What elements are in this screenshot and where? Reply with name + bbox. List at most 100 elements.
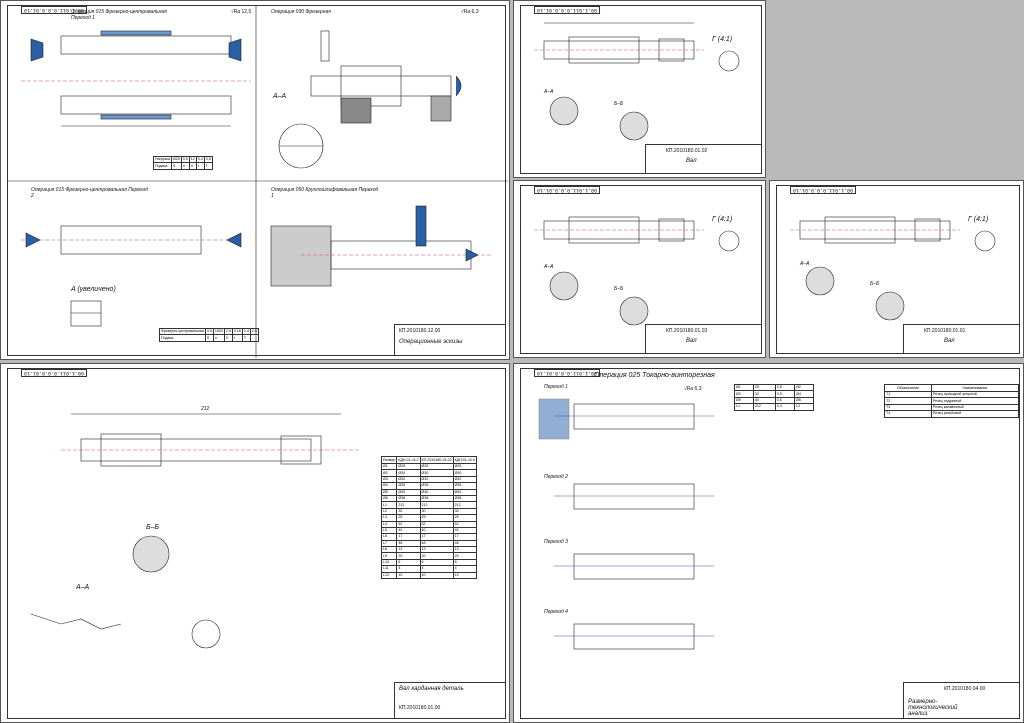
table-cell: Ø30 <box>396 469 421 477</box>
operation-label: Операция 015 Фрезерно-центровальная Пере… <box>31 187 148 199</box>
roughness-mark: √Ra 6,3 <box>461 9 479 15</box>
view-label: A (увеличено) <box>71 286 116 293</box>
section-label: Б–Б <box>146 524 160 531</box>
section-label: Б–Б <box>870 281 880 287</box>
total-dimension: 212 <box>201 406 210 412</box>
section-label: A–A <box>273 93 287 100</box>
sheet-shaft-1[interactable]: 00.1.011.0.0.0.01.19 A–A Б–Б Г (4:1) КП.… <box>513 0 766 178</box>
drawing-code: КП.2010180.01.00 <box>399 705 441 711</box>
table-cell: 10 <box>419 571 454 580</box>
section-label: A–A <box>800 261 810 267</box>
drawing-frame <box>520 185 762 354</box>
drawing-frame <box>520 5 762 174</box>
drawing-frame <box>520 368 1020 719</box>
title-block: КП.2010180.12.00 Операционные эскизы <box>394 324 506 356</box>
shaft-drawing <box>790 216 996 321</box>
section-label: Б–Б <box>614 286 624 292</box>
title-block: Вал карданная деталь КП.2010180.01.00 <box>394 682 506 719</box>
table-cell: Ø32 <box>452 475 477 484</box>
transition-label: Переход 3 <box>544 539 568 545</box>
table-cell: L1 <box>380 501 398 509</box>
roughness-mark: √Ra 6,3 <box>684 386 702 392</box>
section-label: A–A <box>76 584 90 591</box>
drawing-frame <box>776 185 1020 354</box>
operation-label: Операция 050 Круглошлифовальная Переход … <box>271 187 379 199</box>
section-label: A–A <box>544 89 554 95</box>
turning-drawing <box>538 398 714 650</box>
sizes-col-header: КДН-01.ч3.9 <box>452 456 477 464</box>
transition-label: Переход 1 <box>544 384 568 390</box>
table-cell: Ø2 <box>380 469 398 477</box>
drawing-name: Вал карданная деталь <box>399 686 464 692</box>
drawing-frame <box>7 5 506 356</box>
table-cell: Ø4 <box>380 482 398 490</box>
view-label: Г (4:1) <box>968 216 989 223</box>
shaft-drawing <box>534 22 740 141</box>
drawing-frame <box>7 368 506 719</box>
shaft-detail-drawing <box>30 413 361 649</box>
view-label: Г (4:1) <box>712 36 733 43</box>
drawing-name: Вал <box>686 338 697 344</box>
table-cell: 212 <box>396 501 421 509</box>
drawing-code: КП.2010180.01.03 <box>666 328 708 334</box>
roughness-mark: √Ra 12,5 <box>231 9 252 15</box>
table-cell: Ø30 <box>452 469 477 477</box>
sheet-operation-sketches[interactable]: 00.1.011.0.0.0.01.19 Операция 015 Фрезер… <box>0 0 510 360</box>
drawing-code: КП.2010180.01.02 <box>666 148 708 154</box>
transition-label: Переход 2 <box>544 474 568 480</box>
table-cell: L12 <box>380 571 398 580</box>
table-cell: Ø5 <box>380 488 398 496</box>
table-cell: 10 <box>396 571 421 580</box>
shaft-drawing <box>534 216 740 326</box>
drawing-code: КП.2010180.01.01 <box>924 328 966 334</box>
view-label: Г (4:1) <box>712 216 733 223</box>
table-cell: Ø6 <box>380 494 398 503</box>
section-label: Б–Б <box>614 101 624 107</box>
table-cell: Ø38 <box>396 494 421 503</box>
section-label: A–A <box>544 264 554 270</box>
table-cell: Ø25 <box>452 462 477 471</box>
table-cell: Ø40 <box>396 488 421 496</box>
sheet-shaft-2[interactable]: 00.1.011.0.0.0.01.19 A–A Б–Б Г (4:1) КП.… <box>513 180 766 358</box>
title-block: КП.2010180.01.01 Вал <box>903 324 1020 354</box>
title-block: КП.2010180.01.02 Вал <box>645 144 762 174</box>
drawing-name: Вал <box>686 158 697 164</box>
sheet-turning-operation[interactable]: 00.1.011.0.0.0.01.19 Операция 025 Токарн… <box>513 363 1024 723</box>
table-cell: Ø38 <box>452 494 477 503</box>
table-cell: Ø25 <box>396 462 421 471</box>
table-cell: Ø35 <box>452 482 477 490</box>
drawing-name: Вал <box>944 338 955 344</box>
table-cell: Ø1 <box>380 462 398 471</box>
sizes-col-header: КП-2010180-01.02 <box>419 456 454 464</box>
title-block: КП.2010180.01.03 Вал <box>645 324 762 354</box>
table-cell: Ø35 <box>396 482 421 490</box>
table-cell: 10 <box>452 571 477 580</box>
operation-label: Операция 030 Фрезерная <box>271 9 331 15</box>
sheet-shaft-3[interactable]: 00.1.011.0.0.0.01.19 A–A Б–Б Г (4:1) КП.… <box>769 180 1024 358</box>
title-block: КП.2010180.04.00 Размерно-технологически… <box>903 682 1020 719</box>
transition-label: Переход 4 <box>544 609 568 615</box>
drawing-code: КП.2010180.04.00 <box>944 686 986 692</box>
table-cell: 212 <box>452 501 477 509</box>
table-cell: Ø3 <box>380 475 398 484</box>
operation-title: Операция 025 Токарно-винторезная <box>594 372 715 379</box>
sizes-col-header: Размер <box>380 456 398 464</box>
operation-label: Операция 015 Фрезерно-центровальная Пере… <box>71 9 167 21</box>
operation-sketches-drawing <box>7 5 508 358</box>
sizes-col-header: КДН-01.ч3.2 <box>396 456 421 464</box>
drawing-name: Размерно-технологический анализ <box>908 699 958 717</box>
